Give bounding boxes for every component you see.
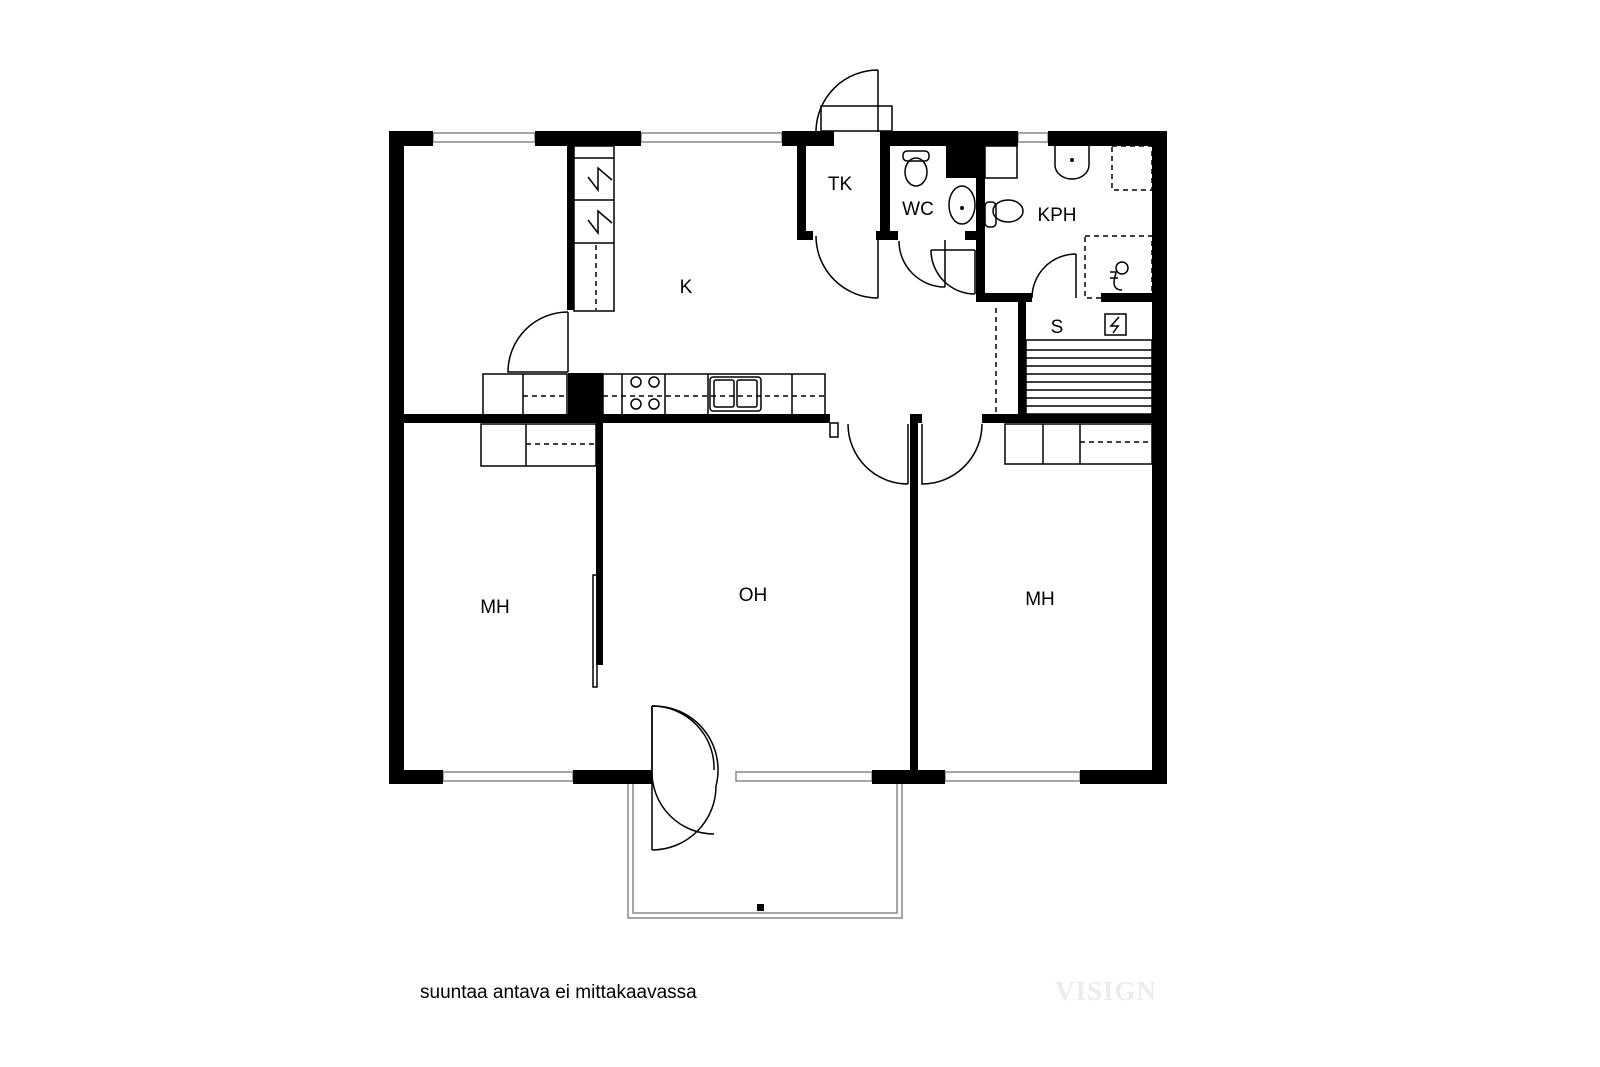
shower-icon bbox=[1110, 261, 1129, 291]
room-label-sauna: S bbox=[1051, 317, 1064, 338]
bedroom-right-door bbox=[921, 423, 983, 485]
doors bbox=[507, 69, 1077, 851]
sink-icon bbox=[709, 376, 762, 412]
tk-door bbox=[815, 235, 879, 299]
room-label-storage: TK bbox=[828, 174, 853, 195]
wc-door bbox=[930, 249, 976, 295]
balcony-door bbox=[651, 705, 719, 851]
walls bbox=[389, 131, 1167, 784]
toilet-icon bbox=[984, 199, 1024, 228]
entry-door bbox=[815, 69, 879, 133]
toilet-icon bbox=[902, 150, 930, 187]
kph-door bbox=[1031, 253, 1077, 299]
scale-disclaimer: suuntaa antava ei mittakaavassa bbox=[420, 982, 697, 1003]
washbasin-icon bbox=[948, 185, 976, 225]
room-label-wc: WC bbox=[902, 199, 934, 220]
logo: VISIGN bbox=[1055, 976, 1158, 1006]
living-door bbox=[847, 423, 909, 485]
room-label-bedroom-left: MH bbox=[480, 597, 510, 618]
sauna-benches bbox=[1025, 339, 1153, 415]
balcony bbox=[627, 784, 903, 919]
room-label-kitchen: K bbox=[680, 277, 693, 298]
kitchen-fixtures bbox=[480, 145, 1153, 467]
stove-icon bbox=[630, 376, 660, 410]
bedroom-door bbox=[507, 311, 569, 373]
room-label-bedroom-right: MH bbox=[1025, 589, 1055, 610]
room-label-living: OH bbox=[739, 585, 768, 606]
room-label-bathroom: KPH bbox=[1037, 205, 1076, 226]
washbasin-icon bbox=[1054, 146, 1090, 180]
bathroom-fixtures bbox=[902, 145, 1153, 415]
sauna-stove-icon bbox=[1104, 313, 1127, 336]
